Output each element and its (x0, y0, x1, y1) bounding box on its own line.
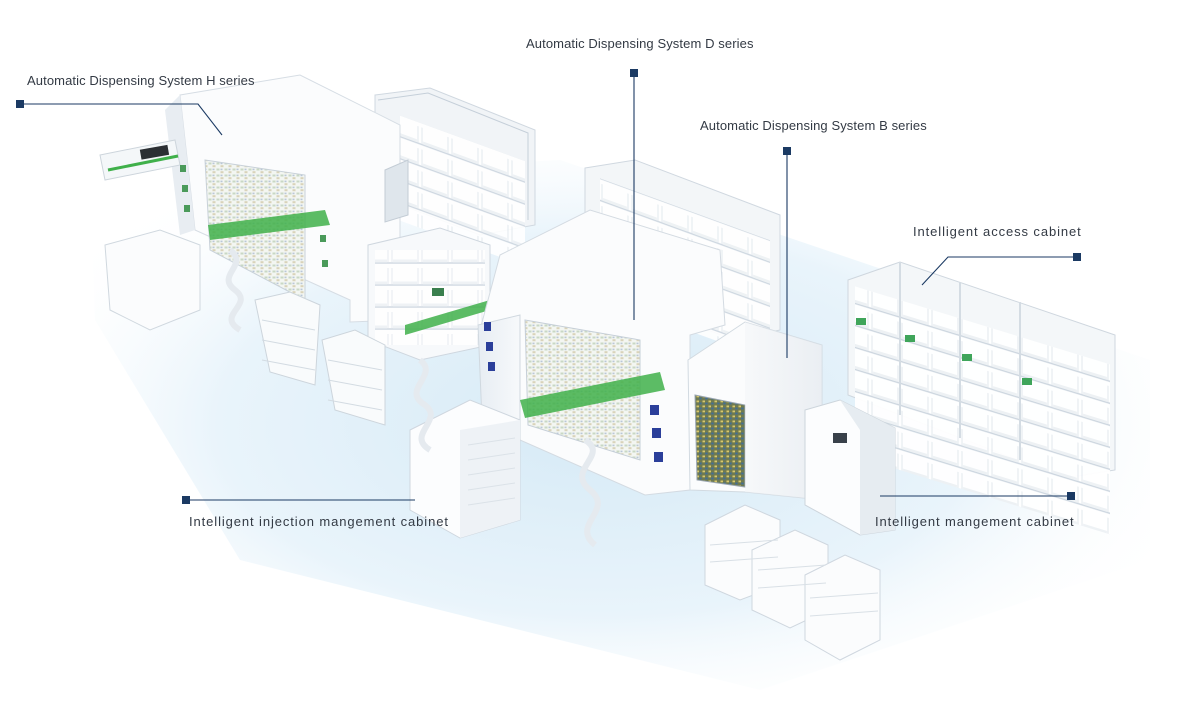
left-shelf-carts (104, 229, 386, 426)
label-access-cabinet: Intelligent access cabinet (913, 224, 1082, 239)
label-injection-cabinet: Intelligent injection mangement cabinet (189, 514, 449, 529)
injection-cabinet (409, 399, 521, 539)
b-series-machine (687, 321, 823, 501)
bin-carts (704, 504, 881, 661)
marker-injection (182, 496, 190, 504)
marker-d-series (630, 69, 638, 77)
label-b-series: Automatic Dispensing System B series (700, 118, 927, 133)
spiral-conveyors (225, 247, 601, 548)
management-cabinet (804, 399, 896, 536)
marker-management (1067, 492, 1075, 500)
callout-markers (16, 69, 1081, 504)
marker-h-series (16, 100, 24, 108)
access-cabinet-row (847, 261, 1116, 535)
middle-shelf-cabinet (367, 227, 491, 361)
label-h-series: Automatic Dispensing System H series (27, 73, 255, 88)
label-management-cabinet: Intelligent mangement cabinet (875, 514, 1075, 529)
marker-b-series (783, 147, 791, 155)
leader-h-series (20, 103, 223, 136)
leader-access (921, 256, 1077, 286)
back-shelving-h (374, 87, 536, 267)
label-d-series: Automatic Dispensing System D series (526, 36, 754, 51)
callout-leaders (20, 73, 1077, 501)
marker-access (1073, 253, 1081, 261)
